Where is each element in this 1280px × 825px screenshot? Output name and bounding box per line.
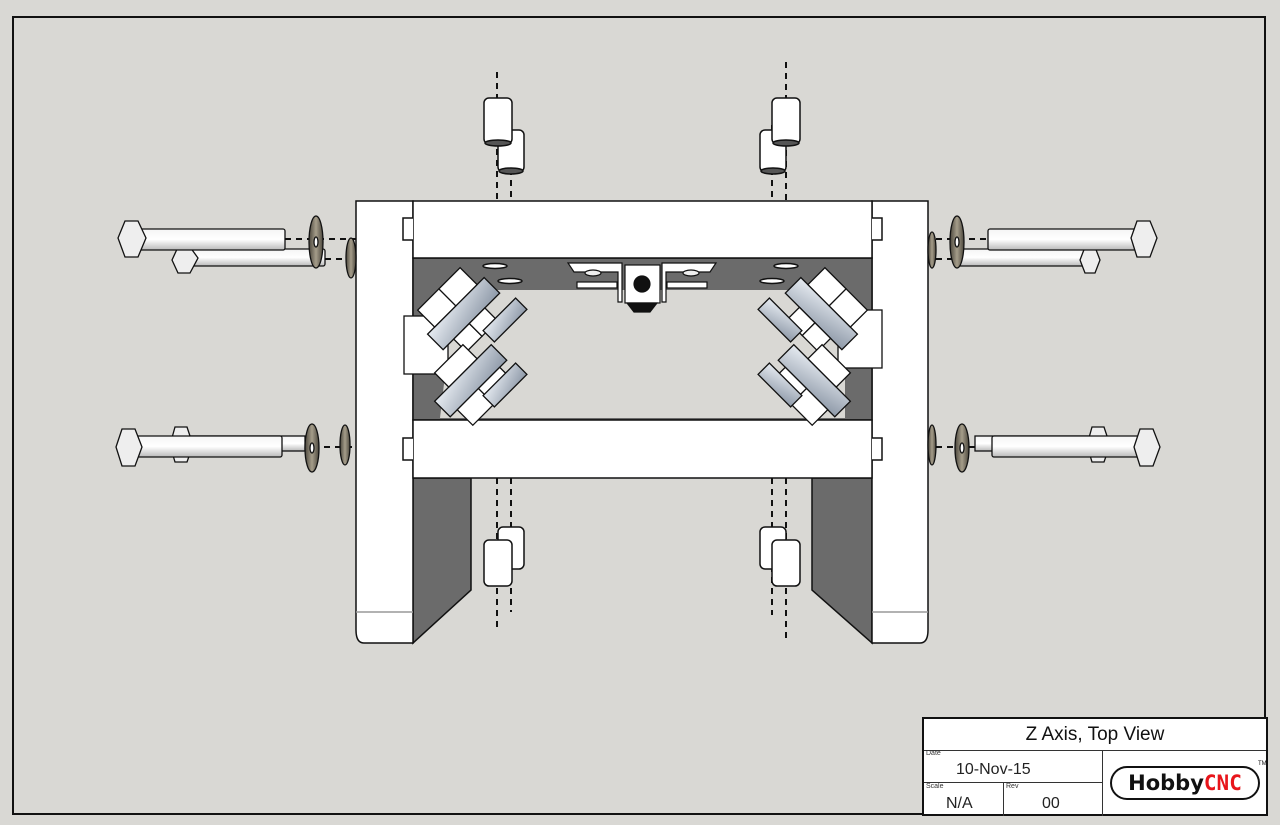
scale-cell: Scale N/A — [924, 783, 1004, 816]
rev-cell: Rev 00 — [1004, 783, 1103, 816]
logo-cnc-text: CNC — [1203, 771, 1242, 795]
date-value: 10-Nov-15 — [956, 761, 1031, 778]
spacer-top-left — [483, 97, 525, 175]
rev-value: 00 — [1042, 795, 1060, 812]
trademark-mark: TM — [1258, 761, 1267, 767]
date-label: Date — [926, 750, 941, 757]
roller-assembly-right — [757, 266, 883, 427]
rev-label: Rev — [1006, 783, 1019, 790]
title-block: Z Axis, Top View Date 10-Nov-15 Scale N/… — [922, 717, 1268, 816]
spacer-top-right — [759, 97, 801, 175]
hobbycnc-logo: HobbyCNC — [1110, 766, 1260, 800]
drawing-title: Z Axis, Top View — [924, 719, 1266, 751]
spacer-bottom-right — [759, 526, 801, 587]
scale-value: N/A — [946, 795, 973, 812]
roller-assembly-left — [403, 266, 528, 427]
date-cell: Date 10-Nov-15 — [924, 750, 1103, 783]
logo-hobby-text: Hobby — [1128, 771, 1204, 795]
bolts-right — [927, 215, 1161, 473]
spacer-bottom-left — [483, 526, 525, 587]
center-bracket — [566, 262, 718, 313]
scale-label: Scale — [926, 783, 944, 790]
bolts-left — [115, 215, 357, 473]
drawing-sheet-border — [12, 16, 1266, 815]
